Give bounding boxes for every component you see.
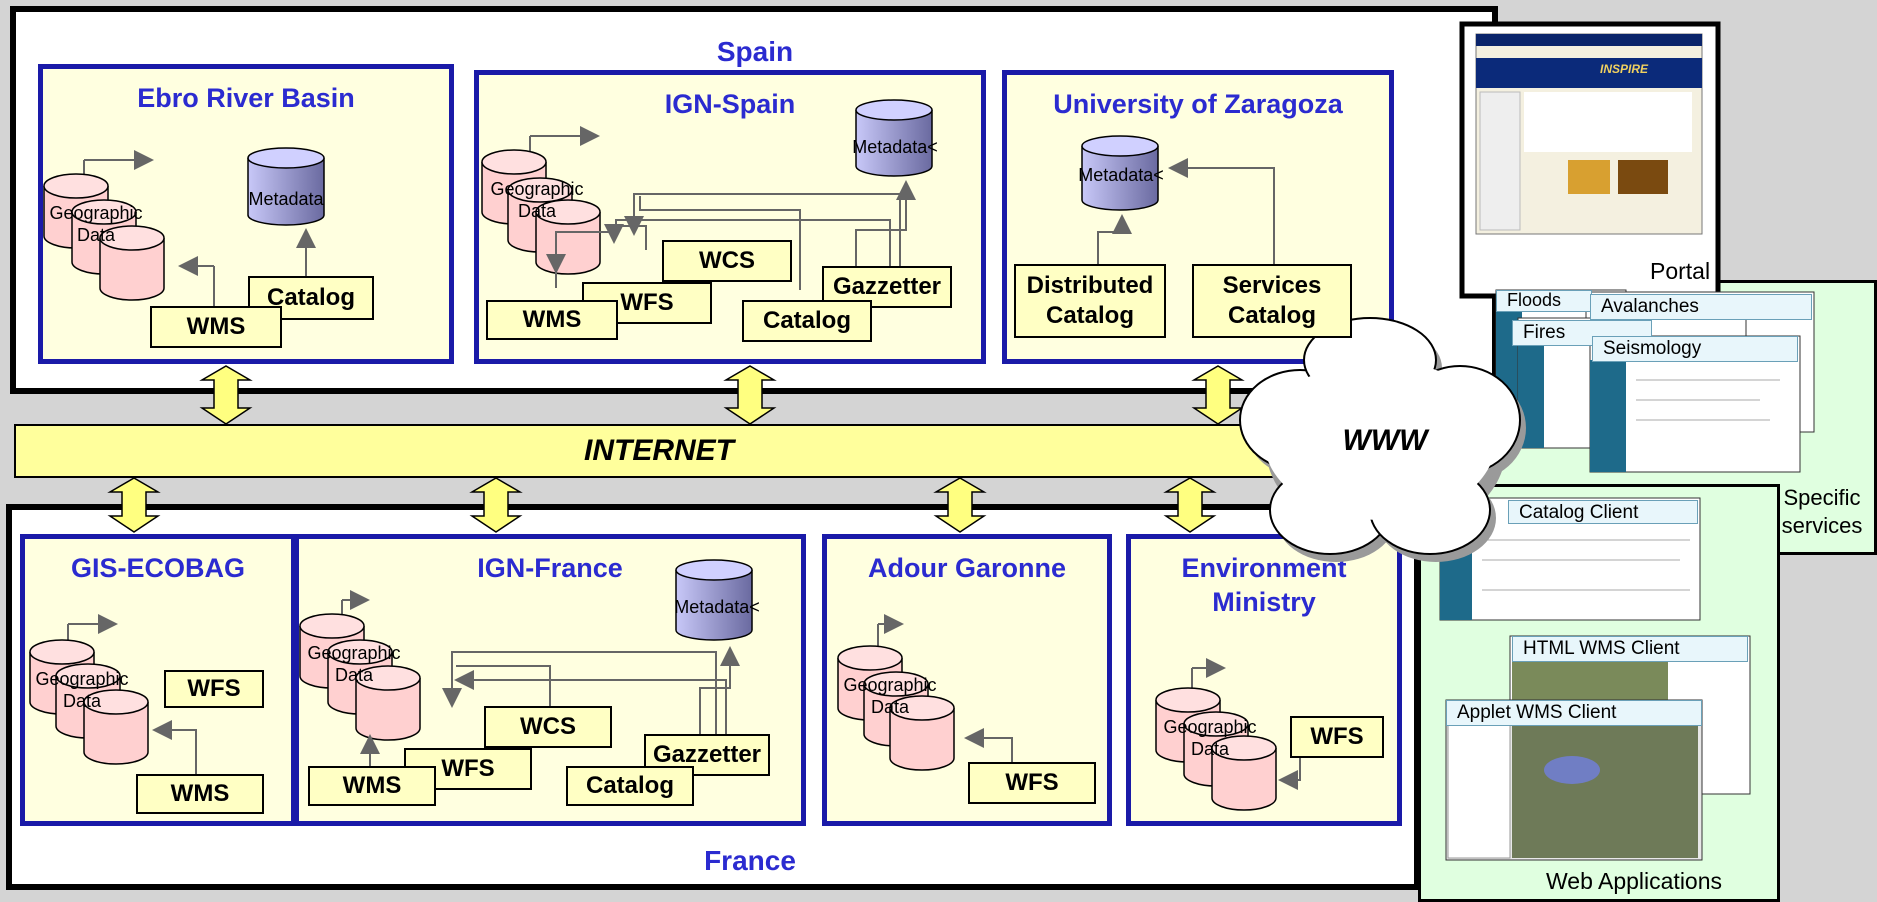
institution-title: University of Zaragoza (1053, 89, 1343, 119)
wms-box: WMS (308, 766, 436, 806)
panel-title-seismology: Seismology (1592, 336, 1798, 362)
wcs-box: WCS (484, 706, 612, 748)
gazzetter-box: Gazzetter (644, 734, 770, 776)
www-label: WWW (1342, 424, 1428, 457)
france-label: France (704, 845, 796, 876)
geographic-data-label: Geographic Data (843, 675, 937, 717)
wms-box: WMS (150, 306, 282, 348)
internet-label: INTERNET (584, 434, 734, 467)
services-catalog-box: Services Catalog (1192, 264, 1352, 338)
wms-box: WMS (486, 300, 618, 340)
wfs-box: WFS (968, 762, 1096, 804)
institution-title: IGN-Spain (664, 89, 796, 119)
geographic-data-label: Geographic Data (1163, 717, 1257, 759)
panel-title-html-wms-client: HTML WMS Client (1512, 636, 1748, 662)
internet-bar: INTERNET (14, 424, 1304, 478)
institution-title: Adour Garonne (867, 553, 1066, 583)
institution-title: Ebro River Basin (137, 83, 355, 113)
geographic-data-label: Geographic Data (490, 179, 584, 221)
panel-title-avalanches: Avalanches (1590, 294, 1812, 320)
wfs-box: WFS (1290, 716, 1384, 758)
metadata-label: Metadata (248, 189, 324, 209)
portal-page-title: INSPIRE (1600, 62, 1649, 76)
spain-label: Spain (716, 36, 794, 67)
geographic-data-label: Geographic Data (49, 203, 143, 245)
metadata-label: Metadata< (852, 137, 938, 157)
institution-title: IGN-France (477, 553, 623, 583)
metadata-label: Metadata< (1078, 165, 1164, 185)
panel-title-floods: Floods (1496, 290, 1592, 312)
portal-label: Portal (1650, 258, 1711, 284)
wms-box: WMS (136, 774, 264, 814)
panel-title-catalog-client: Catalog Client (1508, 500, 1698, 524)
geographic-data-label: Geographic Data (35, 669, 129, 711)
catalog-box: Catalog (742, 300, 872, 342)
specific-services-label: Specific services (1781, 485, 1863, 538)
geographic-data-label: Geographic Data (307, 643, 401, 685)
panel-title-applet-wms-client: Applet WMS Client (1446, 700, 1702, 726)
wcs-box: WCS (662, 240, 792, 282)
metadata-label: Metadata< (674, 597, 760, 617)
wfs-box: WFS (164, 670, 264, 708)
distributed-catalog-box: Distributed Catalog (1014, 264, 1166, 338)
catalog-box: Catalog (566, 766, 694, 806)
web-applications-label: Web Applications (1546, 868, 1723, 894)
institution-title: GIS-ECOBAG (70, 553, 245, 583)
